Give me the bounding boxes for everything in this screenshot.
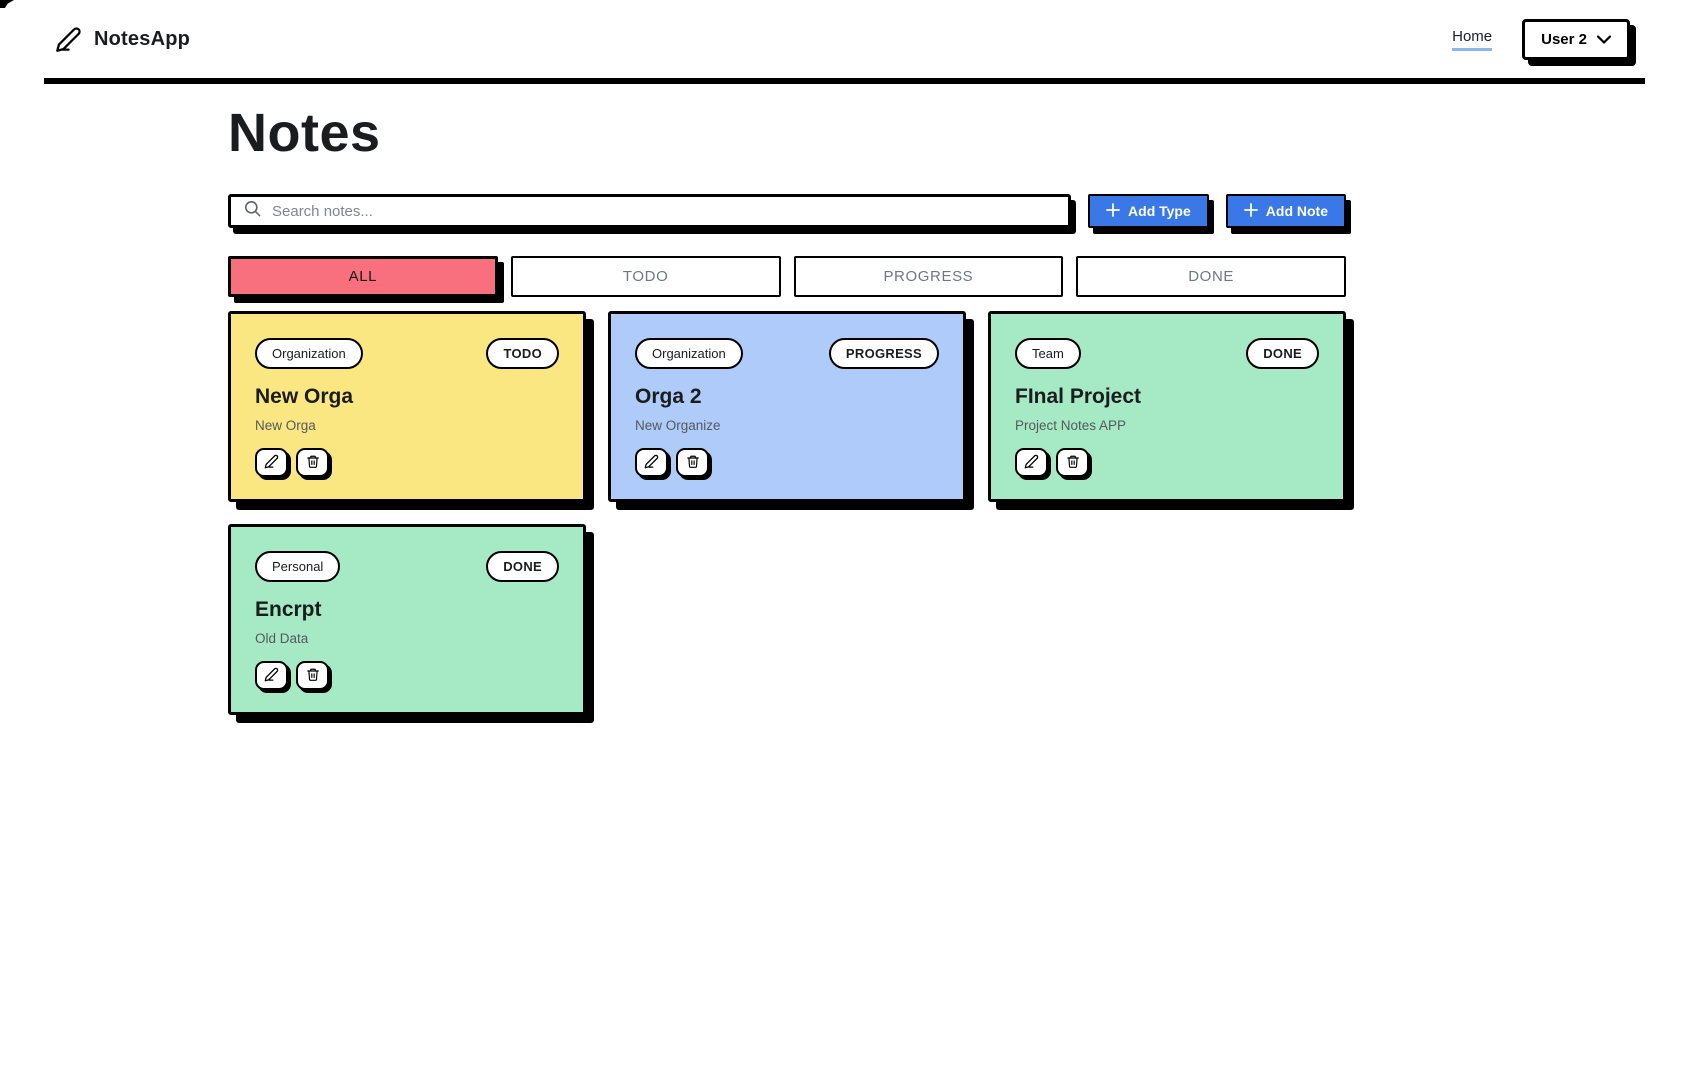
filter-tab-todo[interactable]: TODO: [510, 256, 781, 297]
search-input[interactable]: [272, 202, 1057, 220]
note-type-badge: Team: [1015, 338, 1081, 369]
edit-note-button[interactable]: [255, 661, 288, 690]
header-divider: [44, 78, 1645, 84]
app-header: NotesApp Home User 2: [0, 0, 1685, 78]
note-description: New Orga: [255, 418, 316, 433]
trash-icon: [306, 667, 320, 685]
pen-icon: [264, 454, 279, 472]
note-card: Organization TODO New Orga New Orga: [228, 311, 586, 502]
plus-icon: [1106, 202, 1120, 220]
note-title: New Orga: [255, 385, 354, 408]
note-title: Orga 2: [635, 385, 702, 408]
note-status-badge: DONE: [1246, 338, 1319, 369]
note-card-header: Personal DONE: [255, 551, 559, 582]
header-nav: Home User 2: [1452, 18, 1630, 60]
note-type-badge: Organization: [255, 338, 363, 369]
pen-icon: [1024, 454, 1039, 472]
note-actions: [1015, 448, 1319, 477]
note-description: Old Data: [255, 631, 309, 646]
note-actions: [635, 448, 939, 477]
note-status-badge: TODO: [486, 338, 559, 369]
note-actions: [255, 448, 559, 477]
add-note-label: Add Note: [1265, 203, 1328, 219]
note-status-badge: PROGRESS: [828, 338, 939, 369]
page-title: Notes: [228, 103, 381, 163]
notes-page: Notes Add Type Add Note: [228, 84, 1346, 715]
edit-note-button[interactable]: [255, 448, 288, 477]
trash-icon: [686, 454, 700, 472]
note-card-header: Team DONE: [1015, 338, 1319, 369]
note-title: FInal Project: [1015, 385, 1142, 408]
note-card-header: Organization TODO: [255, 338, 559, 369]
pen-icon: [264, 667, 279, 685]
note-description: Project Notes APP: [1015, 418, 1127, 433]
edit-note-button[interactable]: [635, 448, 668, 477]
note-title: Encrpt: [255, 598, 322, 621]
note-status-badge: DONE: [486, 551, 559, 582]
user-menu-label: User 2: [1541, 30, 1587, 48]
app-brand[interactable]: NotesApp: [55, 26, 190, 53]
notes-grid: Organization TODO New Orga New Orga Orga…: [228, 311, 1346, 715]
note-card-header: Organization PROGRESS: [635, 338, 939, 369]
note-actions: [255, 661, 559, 690]
add-type-button[interactable]: Add Type: [1088, 194, 1209, 228]
add-note-button[interactable]: Add Note: [1225, 194, 1346, 228]
filter-tab-progress[interactable]: PROGRESS: [793, 256, 1064, 297]
trash-icon: [1066, 454, 1080, 472]
note-type-badge: Organization: [635, 338, 743, 369]
delete-note-button[interactable]: [1056, 448, 1089, 477]
screen-corner-artifact: [0, 0, 14, 8]
note-card: Personal DONE Encrpt Old Data: [228, 524, 586, 715]
delete-note-button[interactable]: [676, 448, 709, 477]
search-and-actions-row: Add Type Add Note: [228, 194, 1346, 228]
filter-tab-done[interactable]: DONE: [1076, 256, 1346, 297]
search-icon: [243, 199, 262, 223]
note-type-badge: Personal: [255, 551, 341, 582]
note-description: New Organize: [635, 418, 721, 433]
trash-icon: [306, 454, 320, 472]
search-box: [228, 194, 1072, 228]
note-card: Organization PROGRESS Orga 2 New Organiz…: [608, 311, 966, 502]
nav-home-link[interactable]: Home: [1452, 28, 1493, 51]
app-name: NotesApp: [94, 27, 191, 50]
user-menu-button[interactable]: User 2: [1522, 18, 1630, 60]
add-type-label: Add Type: [1128, 203, 1191, 219]
pen-icon: [55, 26, 82, 53]
plus-icon: [1243, 202, 1258, 220]
pen-icon: [644, 454, 659, 472]
delete-note-button[interactable]: [296, 448, 329, 477]
delete-note-button[interactable]: [296, 661, 329, 690]
filter-tabs: ALL TODO PROGRESS DONE: [228, 256, 1346, 297]
note-card: Team DONE FInal Project Project Notes AP…: [988, 311, 1346, 502]
chevron-down-icon: [1596, 31, 1612, 48]
filter-tab-all[interactable]: ALL: [228, 256, 498, 297]
edit-note-button[interactable]: [1015, 448, 1048, 477]
